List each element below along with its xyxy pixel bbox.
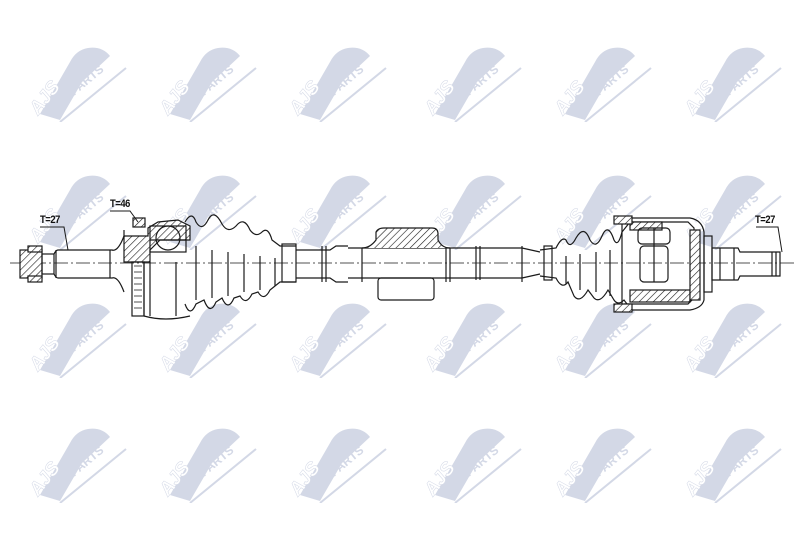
- outer-boot: [184, 214, 297, 312]
- inner-stub: [711, 247, 781, 281]
- outer-cv-joint: [123, 217, 191, 320]
- leader-abs-ring: [110, 210, 139, 223]
- label-outer-spline-teeth: T=27: [40, 214, 60, 226]
- label-inner-spline-teeth: T=27: [755, 214, 775, 226]
- main-shaft: [296, 245, 541, 283]
- label-abs-ring-teeth: T=46: [110, 198, 130, 210]
- inner-boot: [539, 221, 631, 309]
- inner-tripod-joint: [613, 215, 713, 313]
- leader-inner-spline: [756, 226, 783, 253]
- vibration-damper: [361, 227, 451, 301]
- outer-stub-nut: [19, 235, 125, 293]
- leader-outer-spline: [40, 226, 69, 251]
